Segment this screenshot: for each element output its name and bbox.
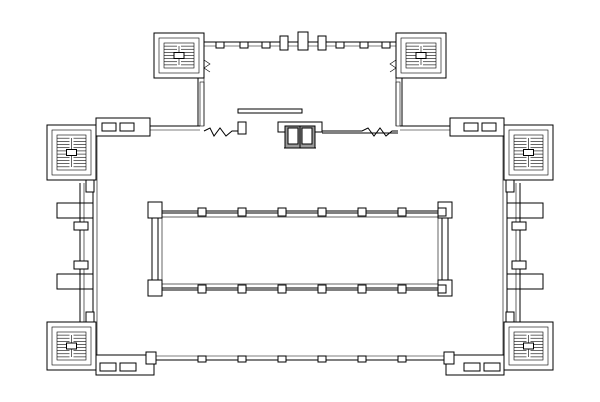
stair-flight [56, 331, 87, 361]
stair-tower-mid-left [46, 124, 97, 181]
courtyard-pier [277, 207, 287, 217]
courtyard-pier [237, 284, 247, 294]
east-side-wing [505, 179, 544, 325]
courtyard-pier [317, 284, 327, 294]
courtyard-pier [277, 284, 287, 294]
courtyard-pier [437, 207, 447, 217]
courtyard-pier [357, 284, 367, 294]
courtyard-pier [237, 207, 247, 217]
stair-flight [56, 134, 87, 171]
courtyard-pier [197, 207, 207, 217]
corner-rooms [95, 117, 505, 376]
stair-tower-mid-right [503, 124, 554, 181]
stair-flight [513, 331, 544, 361]
courtyard-pier [197, 284, 207, 294]
stair-tower-lower-right [503, 321, 554, 371]
connecting-walls [150, 59, 450, 137]
entrance-doors [277, 121, 323, 149]
stair-tower-upper-right [395, 32, 447, 79]
stair-flight [513, 134, 544, 171]
stair-towers [46, 32, 554, 371]
west-side-wing [56, 179, 95, 325]
courtyard-pier [437, 284, 447, 294]
stair-tower-upper-left [153, 32, 205, 79]
courtyard-pier [397, 284, 407, 294]
stair-tower-lower-left [46, 321, 97, 371]
courtyard-piers [197, 207, 447, 294]
courtyard-pier [397, 207, 407, 217]
north-wing [197, 31, 403, 149]
stair-flight [405, 42, 437, 69]
courtyard-pier [357, 207, 367, 217]
stair-flight [163, 42, 195, 69]
courtyard-pier [317, 207, 327, 217]
